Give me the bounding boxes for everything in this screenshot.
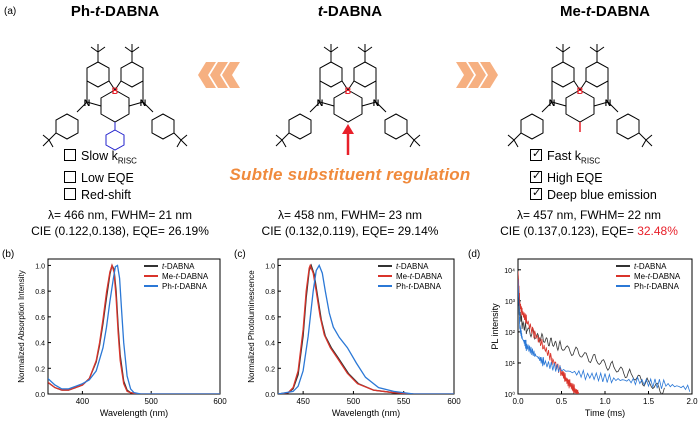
panel-label: (c): [234, 249, 246, 260]
panel-label: (d): [468, 249, 480, 260]
x-tick-label: 0.0: [512, 397, 524, 406]
x-tick-label: 550: [397, 397, 411, 406]
y-tick-label: 10⁴: [504, 268, 515, 275]
plot-frame: [277, 258, 455, 395]
y-tick-label: 1.0: [35, 263, 45, 270]
x-tick-label: 500: [145, 397, 159, 406]
x-axis-label: Time (ms): [585, 408, 625, 418]
y-tick-label: 0.8: [35, 289, 45, 296]
legend-label: t-DABNA: [634, 262, 667, 271]
property-item: ✓Deep blue emission: [530, 186, 657, 202]
panel-a-label: (a): [4, 6, 17, 17]
property-item: Low EQE: [64, 170, 137, 187]
y-tick-label: 0.0: [265, 392, 275, 399]
y-axis-label: Normalized Photoluminescence: [247, 270, 256, 383]
chevron-left-icon: [198, 62, 240, 88]
y-tick-label: 0.2: [35, 366, 45, 373]
legend-label: t-DABNA: [396, 262, 429, 271]
legend-label: Ph-t-DABNA: [162, 282, 208, 291]
x-axis-label: Wavelength (nm): [332, 408, 400, 418]
series-line-t-dabna: [518, 272, 665, 394]
legend-label: Me-t-DABNA: [162, 272, 209, 281]
x-tick-label: 0.5: [556, 397, 568, 406]
series-line-me-t-dabna: [518, 271, 579, 394]
molecule-title-ph: Ph-t-DABNA: [70, 3, 160, 20]
y-tick-label: 0.4: [265, 341, 275, 348]
x-tick-label: 1.5: [643, 397, 655, 406]
legend-label: Me-t-DABNA: [634, 272, 681, 281]
x-tick-label: 600: [447, 397, 461, 406]
slogan-text: Subtle substituent regulation: [229, 165, 471, 184]
y-axis-label: PL intensity: [490, 303, 500, 350]
y-tick-label: 10¹: [505, 361, 516, 368]
series-line-ph-t-dabna: [518, 279, 691, 392]
x-tick-label: 1.0: [599, 397, 611, 406]
panel-label: (b): [2, 249, 14, 260]
x-tick-label: 400: [76, 397, 90, 406]
y-tick-label: 0.6: [35, 315, 45, 322]
transient-pl-chart: (d) 0.0 0.5 1.0 1.5 2.0 10⁰ 10¹ 10² 10³ 10⁴ Time (m…: [468, 249, 698, 418]
property-item: Red-shift: [64, 187, 137, 204]
series-line-ph-t-dabna: [278, 263, 454, 394]
me-spectral-data: λ= 457 nm, FWHM= 22 nm CIE (0.137,0.123)…: [500, 208, 678, 238]
me-property-list: ✓Fast kRISC ✓High EQE ✓Deep blue emissio…: [530, 148, 657, 204]
series-line-me-t-dabna: [278, 263, 454, 394]
series-line-me-t-dabna: [48, 263, 220, 394]
y-axis-label: Normalized Absorption Intensity: [17, 270, 26, 383]
molecule-title-t: t-DABNA: [317, 3, 383, 20]
ph-property-list: Slow kRISC Low EQE Red-shift: [64, 148, 137, 204]
y-tick-label: 0.4: [35, 341, 45, 348]
y-tick-label: 0.0: [35, 392, 45, 399]
x-tick-label: 2.0: [686, 397, 698, 406]
x-axis-label: Wavelength (nm): [100, 408, 168, 418]
y-tick-label: 10³: [505, 299, 516, 306]
y-tick-label: 0.2: [265, 366, 275, 373]
y-tick-label: 10²: [505, 330, 516, 337]
x-tick-label: 450: [296, 397, 310, 406]
position-arrow-icon: [342, 124, 354, 155]
y-tick-label: 1.0: [265, 263, 275, 270]
legend-label: Ph-t-DABNA: [634, 282, 680, 291]
x-tick-label: 600: [213, 397, 227, 406]
chevron-right-icon: [456, 62, 498, 88]
y-tick-label: 0.8: [265, 289, 275, 296]
structures-diagram: B N N: [42, 43, 653, 155]
y-tick-label: 10⁰: [504, 391, 515, 399]
property-item: ✓Fast kRISC: [530, 148, 601, 166]
legend-label: t-DABNA: [162, 262, 195, 271]
photoluminescence-chart: (c) 450 500 550 600 0.0 0.2 0.4 0.6 0.8 1.0Wavelen…: [234, 249, 461, 418]
property-item: ✓High EQE: [530, 169, 603, 185]
t-spectral-data: λ= 458 nm, FWHM= 23 nm CIE (0.132,0.119)…: [261, 208, 439, 238]
absorption-chart: (b) 400 500 600 0.0 0.2 0.4 0.6 0.8 1.0Wavelength…: [2, 249, 227, 418]
legend-label: Me-t-DABNA: [396, 272, 443, 281]
y-tick-label: 0.6: [265, 315, 275, 322]
legend-label: Ph-t-DABNA: [396, 282, 442, 291]
x-tick-label: 500: [347, 397, 361, 406]
ph-spectral-data: λ= 466 nm, FWHM= 21 nm CIE (0.122,0.138)…: [31, 208, 209, 238]
molecule-title-me: Me-t-DABNA: [559, 3, 650, 20]
series-line-ph-t-dabna: [48, 264, 220, 394]
property-item: Slow kRISC: [64, 148, 137, 170]
phenyl-substituent: [105, 122, 125, 151]
